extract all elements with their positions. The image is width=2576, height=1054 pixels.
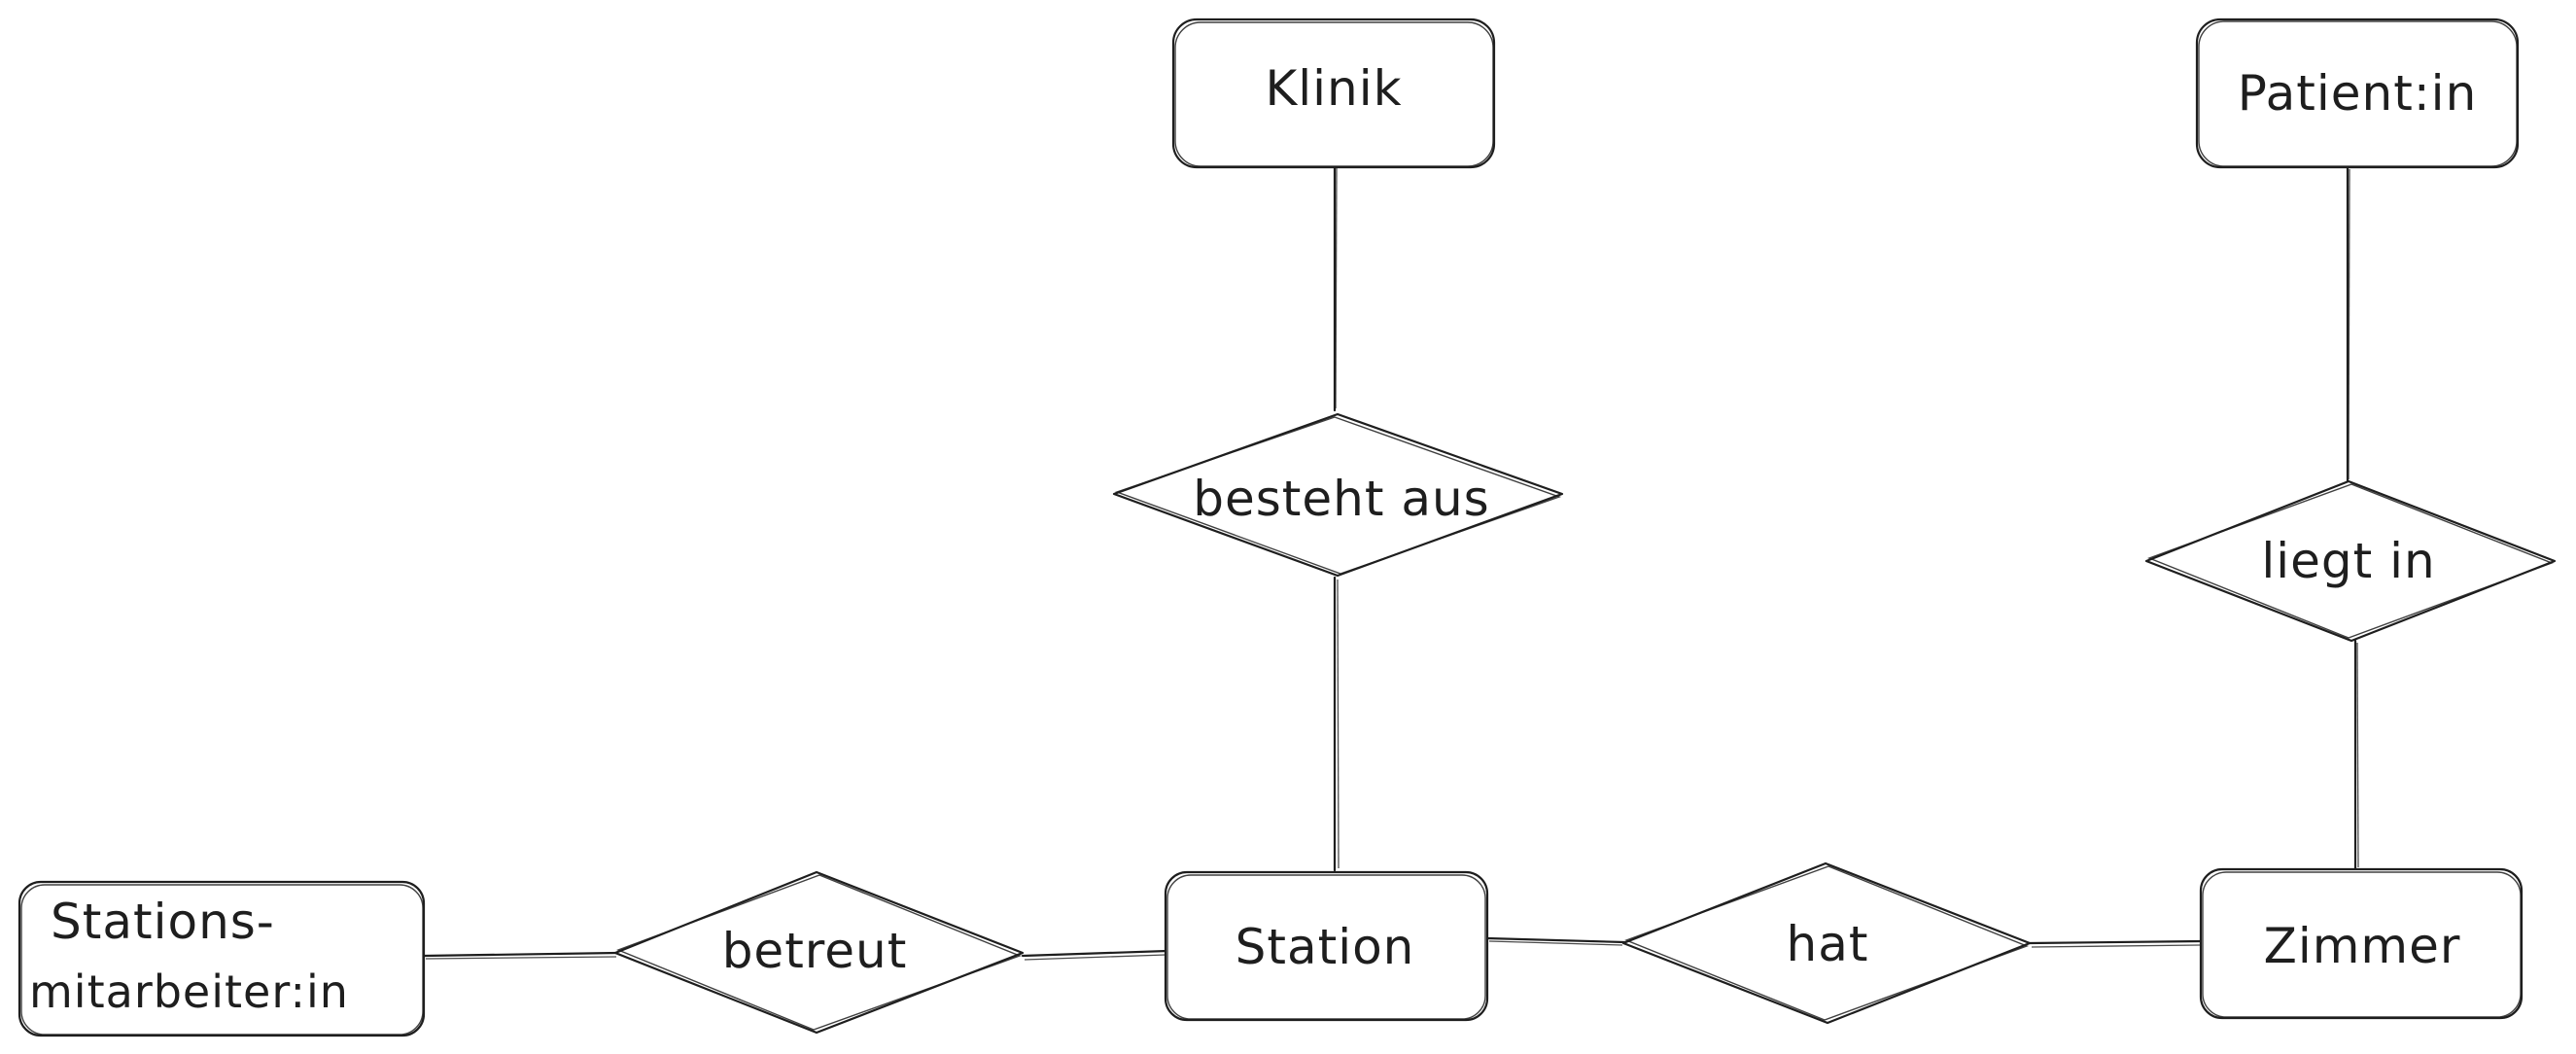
relationship-liegt-in[interactable]: liegt in [2144, 479, 2557, 643]
relationship-betreut[interactable]: betreut [613, 870, 1025, 1035]
relationship-besteht-aus[interactable]: besteht aus [1112, 412, 1564, 578]
entity-patientin[interactable]: Patient:in [2195, 18, 2520, 169]
relationship-besteht-aus-label: besteht aus [1193, 471, 1489, 527]
edge-klinik-besteht-aus [1333, 163, 1338, 412]
entity-stationsmitarbeiterin-label-line2: mitarbeiter:in [29, 966, 349, 1018]
edge-patientin-liegt-in [2346, 165, 2350, 483]
connectors [422, 163, 2359, 961]
entity-stationsmitarbeiterin-label-line1: Stations- [51, 894, 275, 950]
entity-klinik-label: Klinik [1265, 60, 1402, 117]
entity-station-label: Station [1236, 919, 1415, 975]
entity-stationsmitarbeiterin[interactable]: Stations- mitarbeiter:in [17, 880, 426, 1037]
entity-klinik[interactable]: Klinik [1171, 18, 1496, 169]
relationship-liegt-in-label: liegt in [2261, 533, 2435, 589]
edge-besteht-aus-station [1333, 576, 1340, 872]
edge-liegt-in-zimmer [2353, 639, 2359, 871]
edge-betreut-station [1021, 949, 1169, 961]
entity-station[interactable]: Station [1164, 870, 1489, 1022]
edge-stationsmitarbeiterin-betreut [422, 951, 620, 960]
entity-patientin-label: Patient:in [2238, 65, 2478, 122]
relationship-hat-label: hat [1787, 916, 1869, 972]
relationship-betreut-label: betreut [722, 923, 908, 979]
edge-hat-zimmer [2028, 939, 2204, 948]
edge-station-hat [1485, 936, 1626, 946]
entity-zimmer[interactable]: Zimmer [2199, 867, 2524, 1020]
entity-zimmer-label: Zimmer [2264, 918, 2461, 974]
relationship-hat[interactable]: hat [1621, 861, 2032, 1025]
